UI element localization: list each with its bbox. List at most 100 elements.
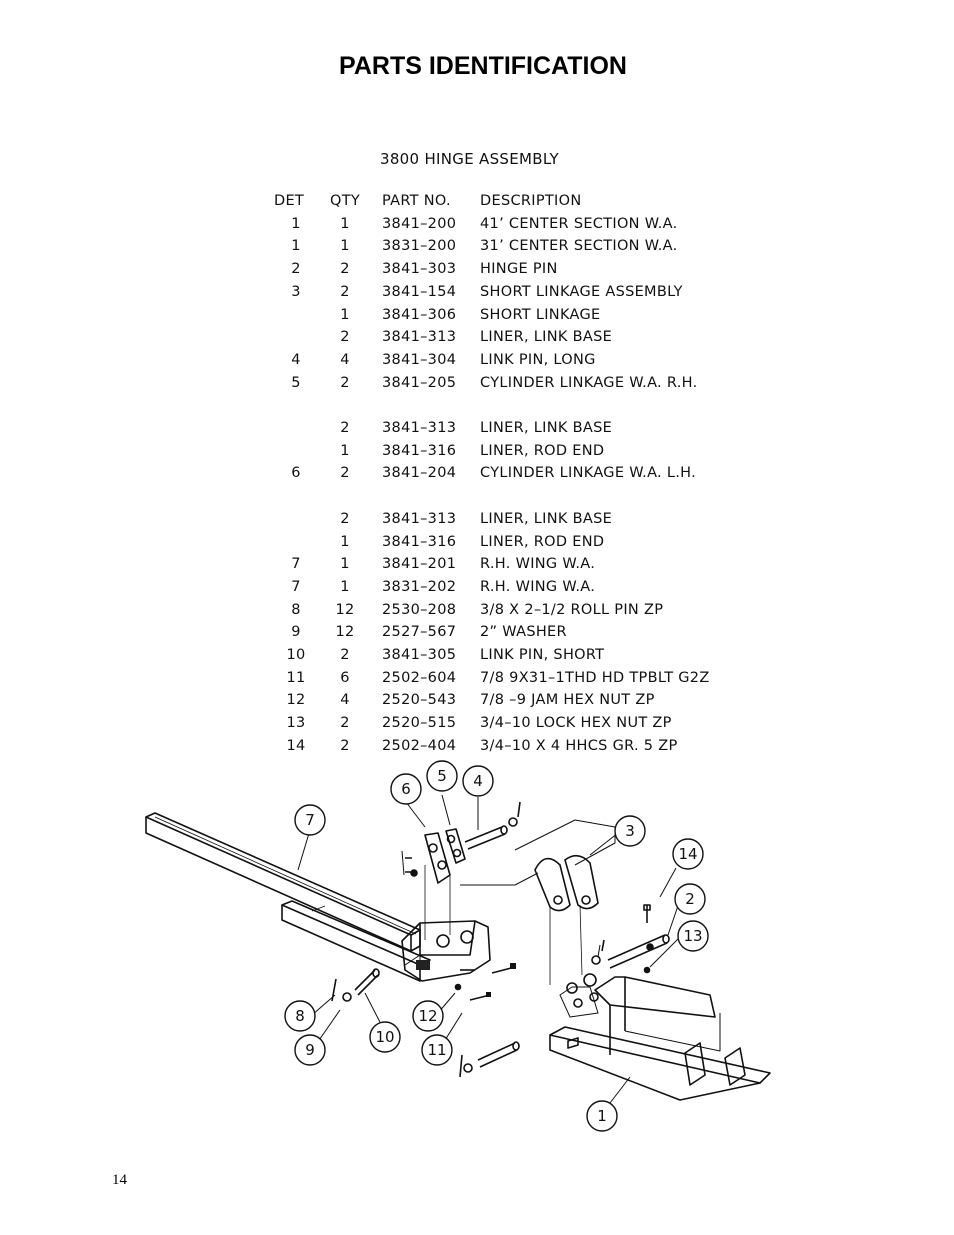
cell-part: 3841–316 — [382, 533, 457, 550]
table-spacer-row — [262, 485, 740, 508]
cell-det — [262, 304, 330, 327]
table-row: 1 3841–316 LINER, ROD END — [262, 440, 740, 463]
cell-det — [262, 417, 330, 440]
cell-qty: 4 — [340, 692, 350, 709]
cell-gap — [360, 281, 382, 304]
cell-desc: LINER, ROD END — [480, 533, 605, 550]
cell-desc: LINER, ROD END — [480, 442, 605, 459]
cell-gap — [360, 599, 382, 622]
cell-qty: 2 — [340, 261, 350, 278]
cell-desc: 7/8 9X31–1THD HD TPBLT G2Z — [480, 669, 710, 686]
callout-5 — [426, 760, 458, 792]
cell-qty: 4 — [340, 351, 350, 368]
cell-gap — [360, 440, 382, 463]
cell-desc: R.H. WING W.A. — [480, 556, 596, 573]
callout-12 — [412, 1000, 444, 1032]
cell-gap — [360, 349, 382, 372]
cell-gap — [360, 372, 382, 395]
callout-label-3: 3 — [625, 822, 635, 840]
callout-2 — [674, 883, 706, 915]
callout-label-1: 1 — [597, 1107, 607, 1125]
table-spacer-row — [262, 394, 740, 417]
callout-7 — [294, 804, 326, 836]
callout-label-11: 11 — [427, 1041, 446, 1059]
callout-4 — [462, 765, 494, 797]
cell-desc: 31’ CENTER SECTION W.A. — [480, 238, 678, 255]
cell-part: 2530–208 — [382, 601, 457, 618]
cell-desc: HINGE PIN — [480, 261, 558, 278]
cell-desc: SHORT LINKAGE ASSEMBLY — [480, 283, 683, 300]
cell-qty: 1 — [340, 215, 350, 232]
cell-qty: 2 — [340, 715, 350, 732]
cell-qty: 2 — [340, 374, 350, 391]
table-header-row: DET QTY PART NO. DESCRIPTION — [262, 190, 740, 213]
cell-det: 7 — [291, 578, 301, 595]
callout-8 — [284, 1000, 316, 1032]
cell-det: 8 — [291, 601, 301, 618]
callout-1 — [586, 1100, 618, 1132]
callout-label-2: 2 — [685, 890, 695, 908]
cell-gap — [360, 621, 382, 644]
callout-label-9: 9 — [305, 1041, 315, 1059]
cell-det: 4 — [291, 351, 301, 368]
leader-lines — [297, 794, 683, 1104]
callout-14 — [672, 838, 704, 870]
short-linkage — [534, 854, 599, 985]
spacer-cell — [262, 394, 740, 417]
cell-part: 2520–515 — [382, 715, 457, 732]
cell-det: 14 — [286, 737, 306, 754]
rh-wing-beam — [145, 812, 421, 952]
cell-gap — [360, 553, 382, 576]
cell-gap — [360, 576, 382, 599]
cell-part: 2502–604 — [382, 669, 457, 686]
cell-qty: 12 — [335, 624, 355, 641]
cell-part: 3831–202 — [382, 578, 457, 595]
assembly-title: 3800 HINGE ASSEMBLY — [380, 150, 559, 168]
cell-det: 6 — [291, 465, 301, 482]
cell-part: 3841–154 — [382, 283, 457, 300]
callout-3 — [614, 815, 646, 847]
cell-part: 3841–205 — [382, 374, 457, 391]
cell-det: 1 — [291, 215, 301, 232]
cell-det: 13 — [286, 715, 306, 732]
cell-part: 2520–543 — [382, 692, 457, 709]
cell-desc: CYLINDER LINKAGE W.A. L.H. — [480, 465, 697, 482]
callout-13 — [677, 920, 709, 952]
cell-part: 3841–306 — [382, 306, 457, 323]
hinge-assembly-diagram: 7 6 5 4 3 14 2 13 8 9 10 12 11 1 — [145, 760, 771, 1132]
cell-qty: 2 — [340, 283, 350, 300]
callout-label-7: 7 — [305, 811, 315, 829]
cell-desc: LINER, LINK BASE — [480, 329, 613, 346]
header-det: DET — [274, 193, 305, 209]
cell-qty: 1 — [340, 442, 350, 459]
cell-gap — [360, 304, 382, 327]
cell-det — [262, 440, 330, 463]
cell-qty: 1 — [340, 238, 350, 255]
cell-desc: LINER, LINK BASE — [480, 510, 613, 527]
cell-gap — [360, 213, 382, 236]
callout-label-5: 5 — [437, 767, 447, 785]
cell-gap — [360, 508, 382, 531]
bolt-and-nut — [643, 904, 651, 974]
callout-6 — [390, 773, 422, 805]
cell-qty: 1 — [340, 306, 350, 323]
cell-part: 2527–567 — [382, 624, 457, 641]
cell-qty: 1 — [340, 533, 350, 550]
callout-11 — [421, 1034, 453, 1066]
cell-part: 3841–303 — [382, 261, 457, 278]
cell-desc: R.H. WING W.A. — [480, 578, 596, 595]
cell-desc: SHORT LINKAGE — [480, 306, 601, 323]
cell-desc: 2” WASHER — [480, 624, 567, 641]
cell-part: 3841–316 — [382, 442, 457, 459]
inner-beam — [281, 900, 431, 982]
